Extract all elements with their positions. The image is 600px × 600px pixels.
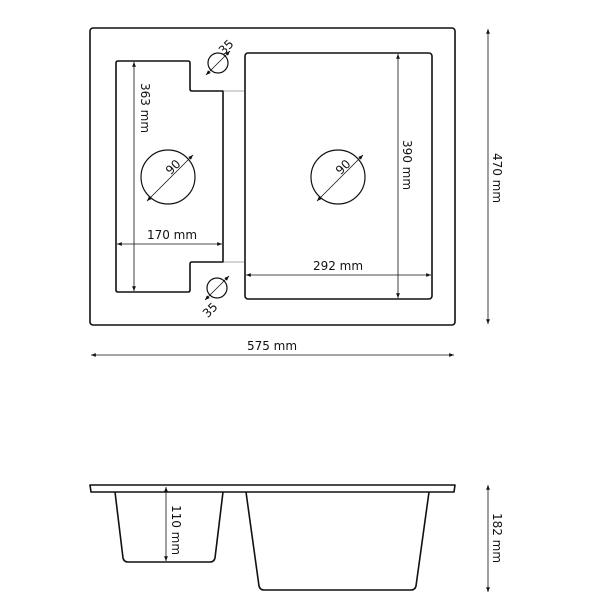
svg-text:90: 90 [163, 157, 184, 178]
small-bowl-side [114, 491, 224, 563]
dim-overall-depth: 470 mm [490, 153, 504, 203]
svg-text:35: 35 [216, 37, 237, 58]
dim-large-bowl-height: 390 mm [400, 140, 414, 190]
dim-small-bowl-width: 170 mm [147, 228, 197, 242]
sink-rim-side [89, 484, 456, 493]
drain-large: 90 [310, 149, 366, 205]
tap-hole-top: 35 [205, 37, 237, 76]
svg-text:35: 35 [200, 300, 221, 321]
large-bowl-side [245, 491, 430, 591]
svg-text:90: 90 [333, 157, 354, 178]
dim-small-bowl-depth: 110 mm [169, 505, 183, 555]
dim-large-bowl-width: 292 mm [313, 259, 363, 273]
drain-small: 90 [140, 149, 196, 205]
small-bowl-outline [115, 60, 224, 293]
dim-overall-height: 182 mm [490, 513, 504, 563]
dim-overall-width: 575 mm [247, 339, 297, 353]
dim-small-bowl-height: 363 mm [138, 83, 152, 133]
sink-outline-top [89, 27, 456, 326]
large-bowl-outline [244, 52, 433, 300]
tap-hole-bottom: 35 [200, 275, 230, 321]
